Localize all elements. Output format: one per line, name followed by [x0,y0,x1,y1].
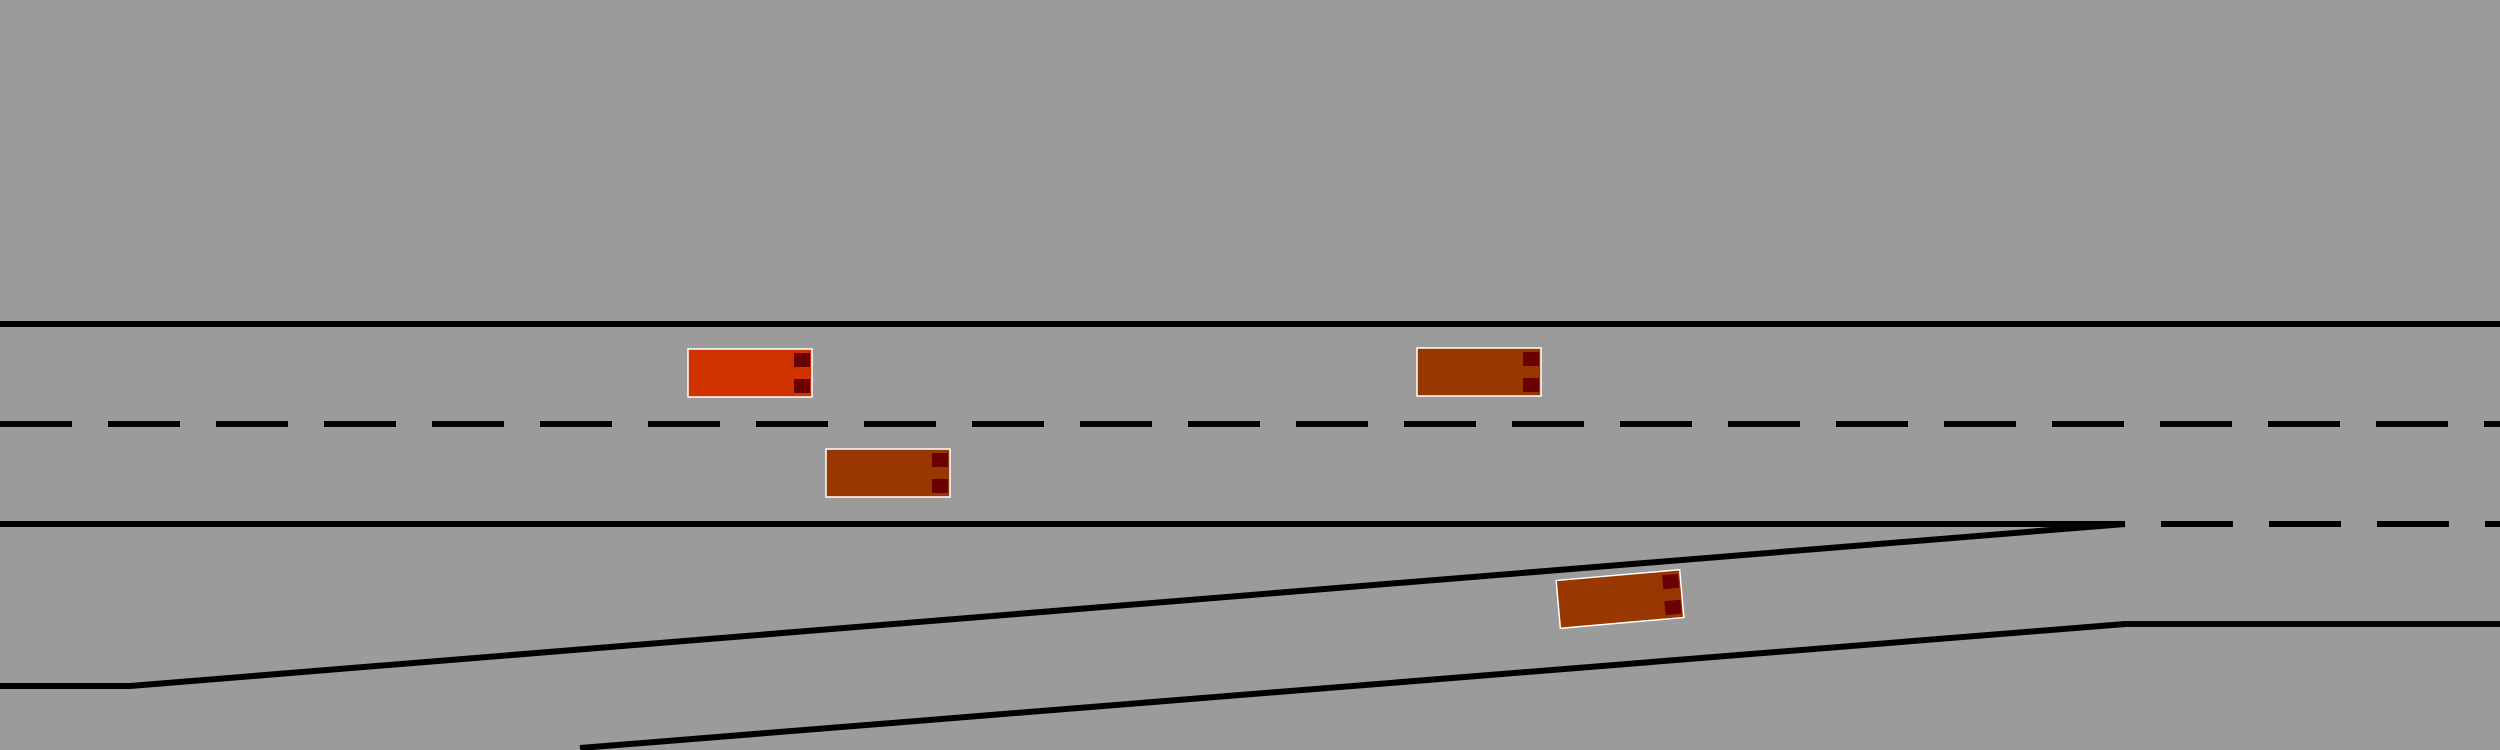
vehicle-other [1555,568,1685,630]
vehicle-other [825,448,951,498]
ramp-lower-edge [579,621,2500,750]
vehicle-ego [687,348,813,398]
ramp-upper-edge [0,521,2126,689]
headlight-right [794,379,810,393]
headlight-left [794,353,810,367]
vehicle-other [1416,347,1542,397]
headlight-right [1664,599,1682,616]
headlight-right [932,479,948,493]
headlight-left [932,453,948,467]
headlight-left [1662,573,1680,590]
headlight-right [1523,378,1539,392]
headlight-left [1523,352,1539,366]
